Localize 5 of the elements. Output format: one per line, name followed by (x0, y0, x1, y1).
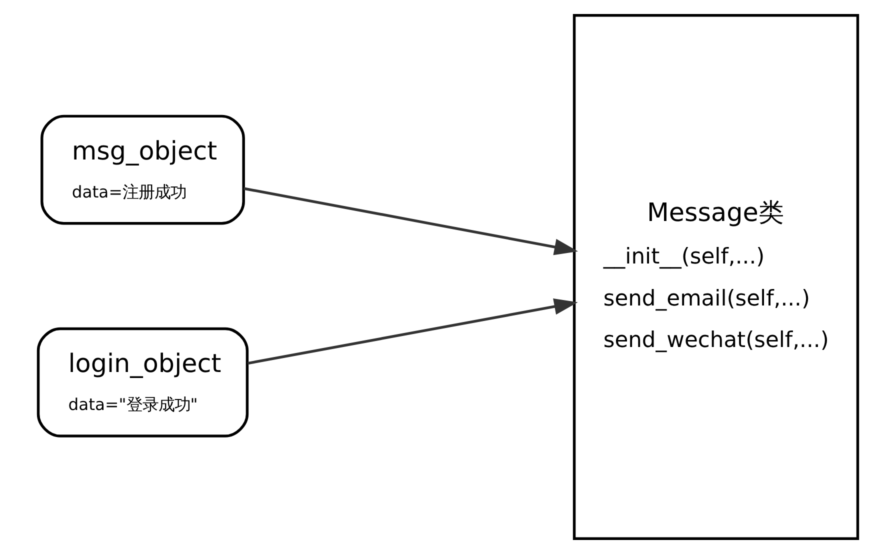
node-box: msg_object data=注册成功 (40, 114, 245, 225)
arrow (244, 187, 578, 256)
node-box: login_object data="登录成功" (36, 327, 249, 438)
arrow (247, 298, 578, 365)
node-box: Message类 __init__(self,...) send_email(self,...) send_wechat(self,...) (572, 14, 860, 540)
